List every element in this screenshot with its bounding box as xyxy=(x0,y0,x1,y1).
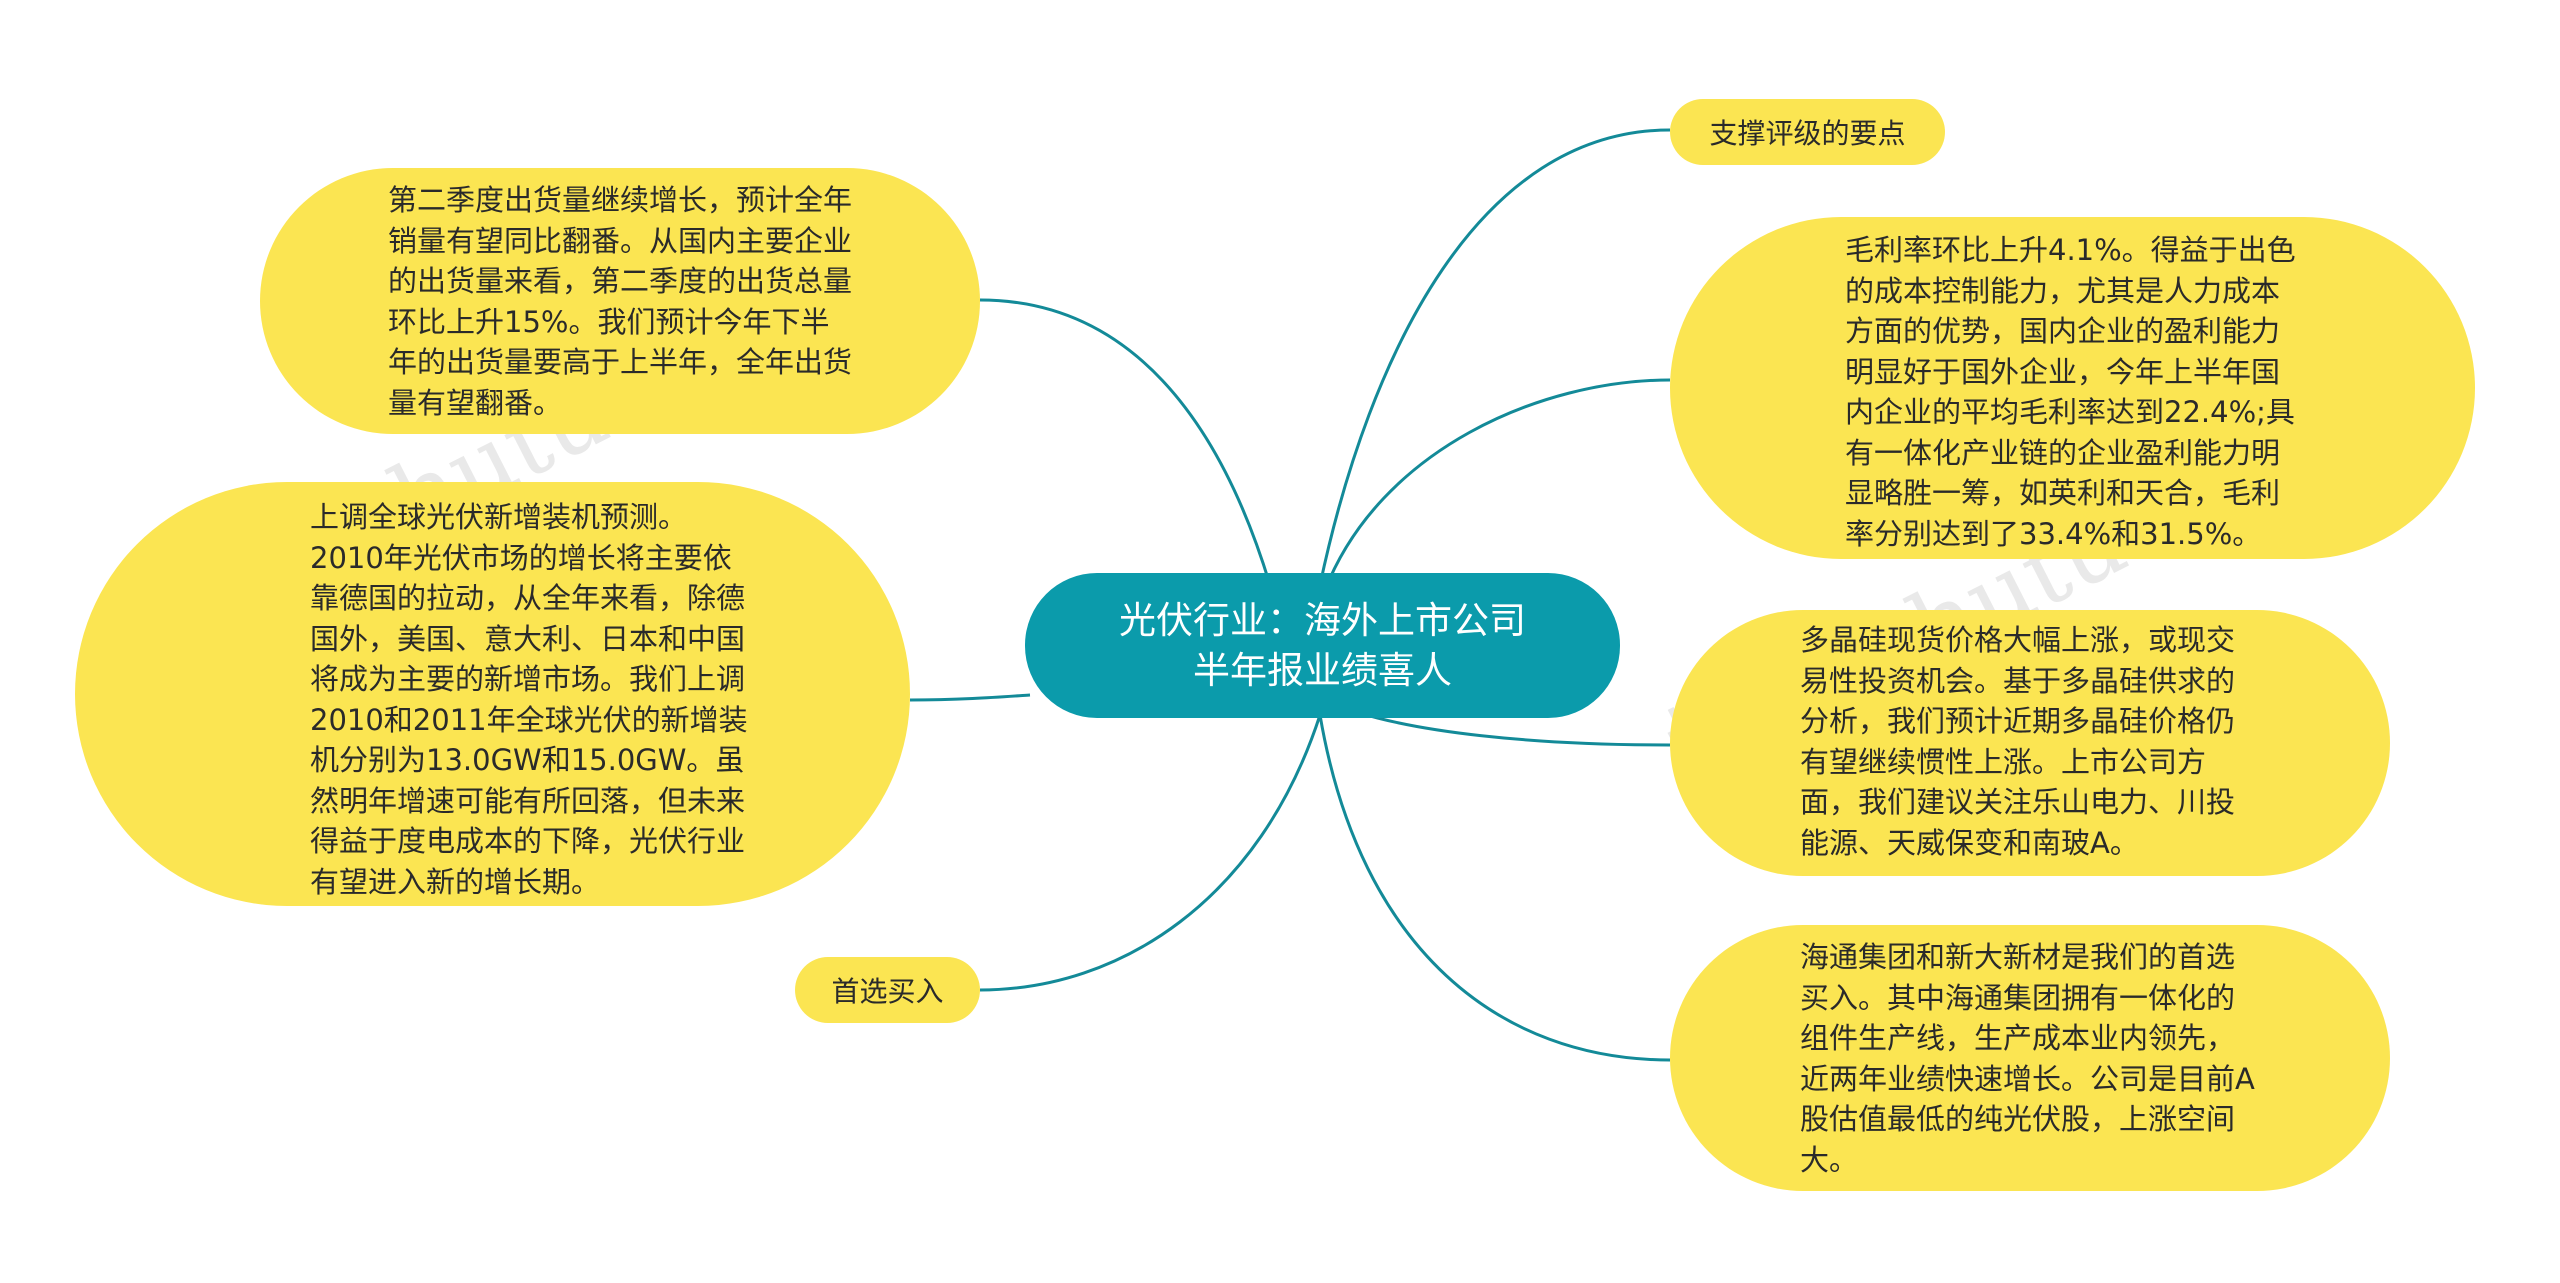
connector-shipments xyxy=(979,298,1272,586)
node-buy-label: 首选买入 xyxy=(831,975,944,1008)
central-topic-line2: 半年报业绩喜人 xyxy=(1193,648,1452,692)
connector-margin xyxy=(1323,378,1671,591)
connector-rating xyxy=(1318,128,1671,586)
connector-picks xyxy=(1318,714,1671,1062)
node-margin-text: 毛利率环比上升4.1%。得益于出色的成本控制能力，尤其是人力成本方面的优势，国内… xyxy=(1845,233,2296,551)
central-topic-line1: 光伏行业：海外上市公司 xyxy=(1119,598,1526,642)
node-shipments-text: 第二季度出货量继续增长，预计全年销量有望同比翻番。从国内主要企业的出货量来看，第… xyxy=(388,183,853,420)
node-polysilicon[interactable]: 多晶硅现货价格大幅上涨，或现交易性投资机会。基于多晶硅供求的分析，我们预计近期多… xyxy=(1670,610,2390,876)
connector-installs xyxy=(909,693,1031,702)
central-topic[interactable]: 光伏行业：海外上市公司 半年报业绩喜人 xyxy=(1025,573,1620,718)
node-margin[interactable]: 毛利率环比上升4.1%。得益于出色的成本控制能力，尤其是人力成本方面的优势，国内… xyxy=(1670,217,2475,559)
node-rating-points-label: 支撑评级的要点 xyxy=(1709,117,1906,150)
node-picks[interactable]: 海通集团和新大新材是我们的首选买入。其中海通集团拥有一体化的组件生产线，生产成本… xyxy=(1670,925,2390,1191)
node-installs[interactable]: 上调全球光伏新增装机预测。2010年光伏市场的增长将主要依靠德国的拉动，从全年来… xyxy=(75,482,910,906)
node-rating-points[interactable]: 支撑评级的要点 xyxy=(1670,99,1945,165)
node-installs-text: 上调全球光伏新增装机预测。2010年光伏市场的增长将主要依靠德国的拉动，从全年来… xyxy=(310,500,748,899)
connector-buy xyxy=(979,714,1322,992)
node-polysilicon-text: 多晶硅现货价格大幅上涨，或现交易性投资机会。基于多晶硅供求的分析，我们预计近期多… xyxy=(1800,623,2236,860)
node-picks-text: 海通集团和新大新材是我们的首选买入。其中海通集团拥有一体化的组件生产线，生产成本… xyxy=(1800,940,2255,1177)
node-shipments[interactable]: 第二季度出货量继续增长，预计全年销量有望同比翻番。从国内主要企业的出货量来看，第… xyxy=(260,168,980,434)
node-buy[interactable]: 首选买入 xyxy=(795,957,980,1023)
